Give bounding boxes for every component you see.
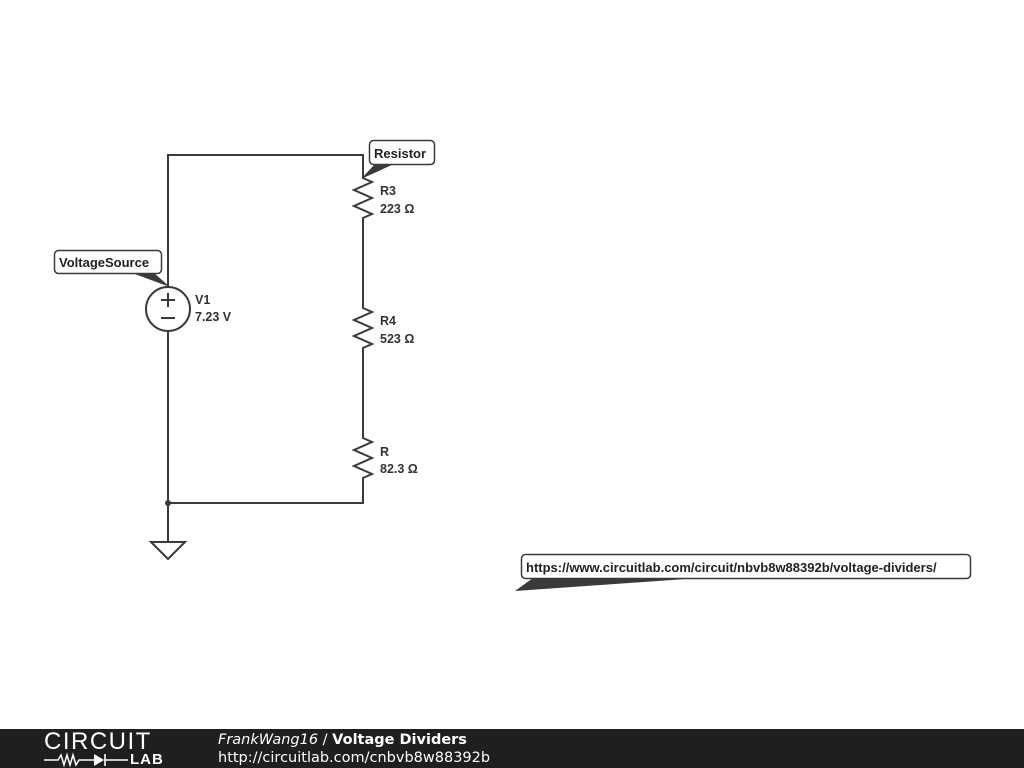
wire-top — [167, 154, 364, 287]
callout-voltage-source-label: VoltageSource — [59, 255, 149, 270]
author-link[interactable]: FrankWang16 — [218, 732, 319, 748]
ground-symbol — [148, 541, 188, 561]
r4-zigzag — [351, 303, 375, 353]
resistor-r3[interactable]: R3 223 Ω — [351, 173, 414, 223]
logo-text-circuit: CIRCUIT — [44, 728, 152, 755]
circuit-schematic: V1 7.23 V R3 223 Ω R4 523 Ω R 82.3 Ω Res… — [53, 139, 972, 592]
footer-bar: CIRCUIT LAB FrankWang16 / Voltage Divide… — [0, 729, 1024, 768]
wires — [165, 154, 364, 542]
wire-bottom — [167, 331, 364, 504]
callout-url-tail — [515, 578, 700, 591]
r3-zigzag — [351, 173, 375, 223]
r3-value: 223 Ω — [380, 202, 414, 216]
voltage-source-v1[interactable]: V1 7.23 V — [145, 286, 232, 332]
title-separator: / — [318, 732, 333, 748]
logo-wave-icon — [44, 752, 128, 768]
r-zigzag — [351, 433, 375, 483]
callout-resistor-label: Resistor — [374, 146, 426, 161]
footer-title-line: FrankWang16 / Voltage Dividers — [218, 731, 467, 749]
circuitlab-logo[interactable]: CIRCUIT LAB — [44, 728, 174, 768]
callout-voltage-source-tail — [132, 273, 170, 287]
callout-resistor-tail — [361, 164, 394, 179]
voltage-source-circle — [145, 286, 191, 332]
callout-url-box — [520, 553, 972, 580]
callout-resistor[interactable]: Resistor — [361, 139, 436, 180]
r3-name: R3 — [380, 184, 396, 198]
callout-url[interactable]: https://www.circuitlab.com/circuit/nbvb8… — [515, 553, 972, 592]
callout-voltage-source[interactable]: VoltageSource — [53, 249, 171, 288]
resistor-r[interactable]: R 82.3 Ω — [351, 433, 418, 483]
callout-resistor-box — [368, 139, 436, 166]
callout-url-label: https://www.circuitlab.com/circuit/nbvb8… — [526, 560, 937, 575]
v1-name: V1 — [195, 293, 210, 307]
junction-node — [165, 500, 171, 506]
v1-value: 7.23 V — [195, 310, 232, 324]
footer-url[interactable]: http://circuitlab.com/cnbvb8w88392b — [218, 750, 491, 766]
r-name: R — [380, 445, 389, 459]
r-value: 82.3 Ω — [380, 462, 418, 476]
callout-voltage-source-box — [53, 249, 163, 275]
resistor-r4[interactable]: R4 523 Ω — [351, 303, 414, 353]
circuit-title[interactable]: Voltage Dividers — [332, 732, 467, 748]
r4-name: R4 — [380, 314, 396, 328]
logo-text-lab: LAB — [130, 751, 164, 768]
r4-value: 523 Ω — [380, 332, 414, 346]
